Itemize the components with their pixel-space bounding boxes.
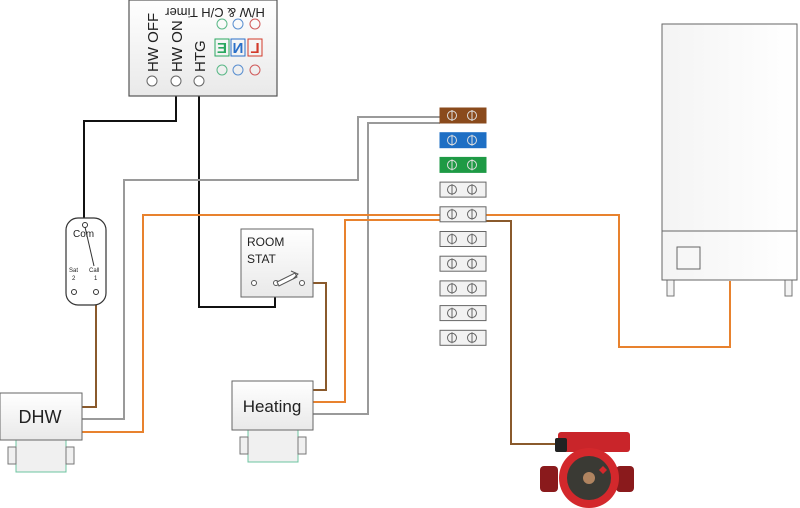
diverter-switch: Com Sat 2 Call 1: [65, 217, 107, 306]
terminal-block-spare-3: [439, 255, 487, 272]
wire-brown-dhw: [82, 295, 97, 408]
terminal-earth-bottom: [216, 64, 228, 76]
terminal-live-bottom: [249, 64, 261, 76]
timer-title: H/W & C/H Timer: [165, 5, 265, 20]
call-terminal: [93, 289, 99, 295]
wire-orange-dhw: [82, 214, 440, 433]
terminal-block-neutral: [439, 132, 487, 149]
wire-grey-dhw: [82, 116, 440, 420]
earth-letter: E: [217, 40, 227, 57]
wire-brown-heating: [304, 282, 327, 391]
call-label: Call: [89, 268, 99, 274]
terminal-neutral-bottom: [232, 64, 244, 76]
sat-label: Sat: [69, 268, 78, 274]
terminal-hw-on: [170, 75, 182, 87]
boiler-display: [676, 246, 701, 270]
heating-valve: Heating: [231, 380, 314, 463]
wire-orange-boiler: [486, 214, 731, 348]
terminal-block-spare-6: [439, 329, 487, 346]
room-stat: ROOM STAT: [240, 228, 314, 298]
live-letter: L: [250, 40, 259, 57]
com-terminal: [82, 222, 88, 228]
terminal-block-spare-5: [439, 305, 487, 322]
terminal-neutral-top: [232, 18, 244, 30]
terminal-block-spare-2: [439, 231, 487, 247]
wire-black-hw-on: [83, 88, 177, 222]
boiler: [661, 23, 798, 297]
sat-number: 2: [72, 276, 76, 282]
terminal-block-switched-live: [439, 206, 487, 223]
wire-orange-heating: [313, 219, 440, 403]
terminal-label-hw-off: HW OFF: [145, 13, 162, 72]
terminal-block-earth: [439, 156, 487, 173]
wire-grey-heating: [313, 122, 440, 415]
terminal-block-spare-1: [439, 181, 487, 198]
dhw-label: DHW: [19, 407, 62, 427]
com-label: Com: [73, 229, 94, 240]
circulating-pump-icon: [540, 432, 634, 508]
terminal-earth-top: [216, 18, 228, 30]
terminal-live-top: [249, 18, 261, 30]
heating-label: Heating: [243, 397, 302, 416]
wire-brown-pump: [486, 220, 560, 445]
terminal-strip: [439, 107, 487, 346]
terminal-label-hw-on: HW ON: [169, 20, 186, 72]
call-number: 1: [94, 276, 98, 282]
dhw-valve: DHW: [0, 392, 83, 473]
sat-terminal: [71, 289, 77, 295]
neutral-letter: N: [233, 40, 244, 57]
terminal-htg: [193, 75, 205, 87]
terminal-label-htg: HTG: [192, 40, 209, 72]
room-stat-label-2: STAT: [247, 252, 277, 266]
room-stat-label-1: ROOM: [247, 235, 284, 249]
terminal-block-spare-4: [439, 280, 487, 297]
terminal-block-live: [439, 107, 487, 124]
timer-box: H/W & C/H Timer HW OFF HW ON HTG E N L: [128, 0, 278, 97]
terminal-hw-off: [146, 75, 158, 87]
